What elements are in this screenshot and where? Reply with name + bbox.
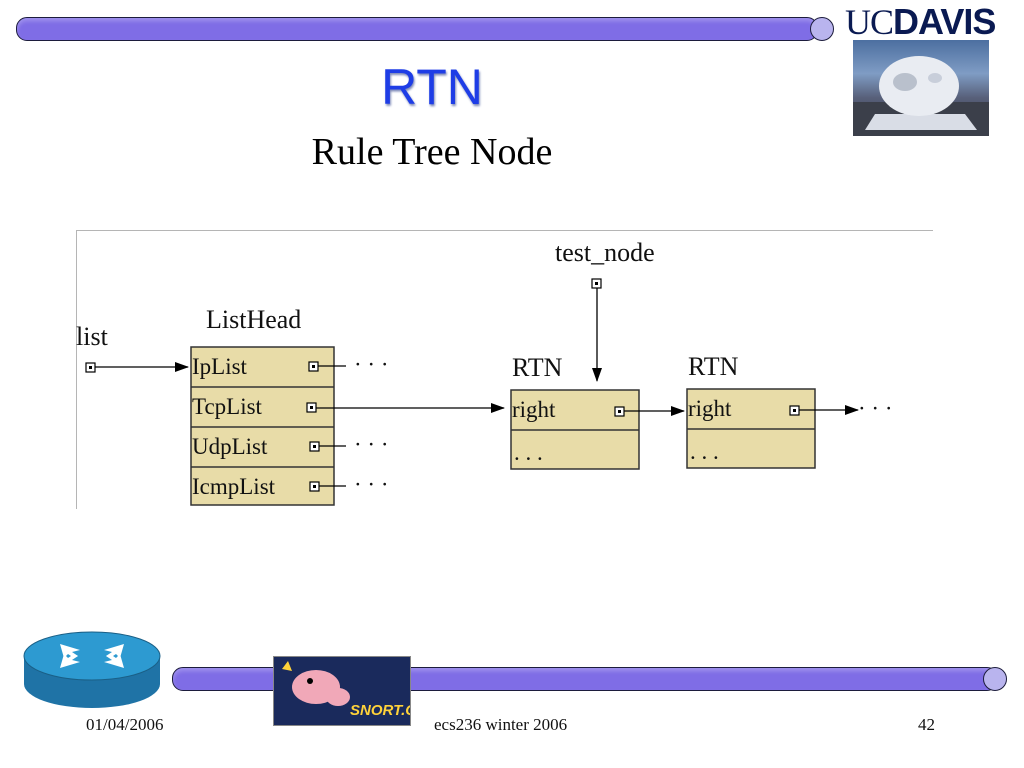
rtn2-continuation: · · ·	[858, 396, 893, 421]
tcplist-field: TcpList	[192, 394, 262, 419]
iplist-field: IpList	[192, 354, 247, 379]
test-node-label: test_node	[555, 238, 655, 267]
router-icon	[22, 630, 162, 712]
bottom-bar-knob	[983, 667, 1007, 691]
listhead-box	[190, 346, 335, 506]
snort-logo-text: SNORT.ORG	[350, 702, 410, 719]
iplist-continuation: · · ·	[354, 352, 389, 377]
udplist-continuation: · · ·	[354, 432, 389, 457]
list-label: list	[76, 322, 108, 351]
snort-pig-logo: SNORT.ORG	[273, 656, 440, 726]
egghead-sculpture-photo	[853, 40, 989, 136]
top-decorative-bar	[16, 17, 818, 41]
rtn2-label: RTN	[688, 352, 739, 381]
top-bar-knob	[810, 17, 834, 41]
footer-course: ecs236 winter 2006	[434, 715, 568, 734]
footer-page-number: 42	[918, 715, 935, 734]
ucdavis-logo: UCDAVIS	[845, 1, 996, 42]
rtn1-label: RTN	[512, 353, 563, 382]
icmplist-field: IcmpList	[192, 474, 276, 499]
icmplist-continuation: · · ·	[354, 472, 389, 497]
footer-date: 01/04/2006	[86, 715, 164, 734]
rtn1-right-field: right	[512, 397, 556, 422]
rtn2-right-field: right	[688, 396, 732, 421]
slide-title: RTN	[381, 59, 483, 115]
listhead-label: ListHead	[206, 305, 302, 334]
rtn1-more-field: . . .	[514, 440, 543, 465]
slide-subtitle: Rule Tree Node	[311, 131, 553, 173]
rtn2-more-field: . . .	[690, 439, 719, 464]
udplist-field: UdpList	[192, 434, 268, 459]
